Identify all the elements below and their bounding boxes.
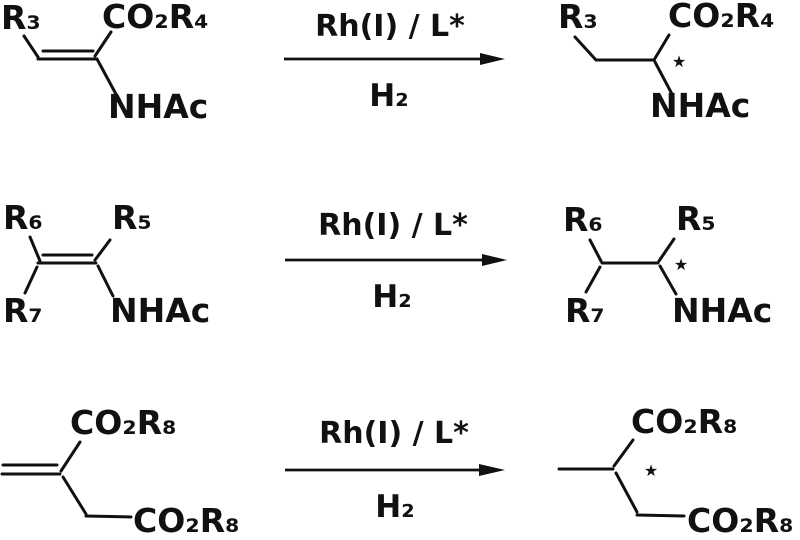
catalyst-label: Rh(I) / L* [319,416,469,451]
reaction-1-arrow: Rh(I) / L* H₂ [284,9,505,114]
r6-substituent-label: R₆ [3,198,43,237]
bond-ch2-to-ester-bottom [84,514,133,519]
hydrogen-label: H₂ [372,279,412,315]
bond-stereocenter-to-amide [653,60,675,98]
ester-bottom-label: CO₂R₈ [133,501,240,540]
bond-r6-to-carbon [588,238,603,263]
bond-ch2-to-ester-bottom [635,513,686,518]
reaction-3: CO₂R₈ CO₂R₈ Rh(I) / L* H₂ CO₂R₈ ★ [0,402,794,540]
r3-substituent-label: R₃ [1,0,41,37]
bond-stereocenter-to-amide [658,264,678,296]
bond-alkene-to-amide [95,57,119,98]
reaction-2-reactant: R₆ R₅ NHAc R₇ [3,198,210,330]
bond-alkene-to-ester [93,30,113,58]
amide-label: NHAc [108,87,208,126]
r7-substituent-label: R₇ [565,291,605,330]
reaction-arrow-head [482,254,507,266]
amide-label: NHAc [650,86,750,125]
bond-stereocenter-to-r5 [657,237,676,263]
ester-bottom-label: CO₂R₈ [687,501,794,540]
catalyst-label: Rh(I) / L* [315,9,465,44]
amide-label: NHAc [110,291,210,330]
reaction-2-arrow: Rh(I) / L* H₂ [285,208,507,315]
bond-alkene-to-ester-top [59,440,82,473]
bond-alkene-to-r7 [23,265,39,295]
reaction-2-product: R₆ R₅ ★ NHAc R₇ [563,199,772,330]
reaction-2: R₆ R₅ NHAc R₇ Rh(I) / L* H₂ R₆ [3,198,772,330]
hydrogen-label: H₂ [375,489,415,525]
r6-substituent-label: R₆ [563,200,603,239]
bond-carbon-to-r7 [584,265,602,294]
r3-substituent-label: R₃ [558,0,598,36]
bond-r3-to-ch2 [573,35,598,62]
ester-label: CO₂R₄ [102,0,209,36]
stereocenter-star: ★ [672,52,686,71]
reaction-1: R₃ CO₂R₄ NHAc Rh(I) / L* H₂ R₃ C [1,0,775,126]
hydrogen-label: H₂ [369,78,409,114]
reaction-3-product: CO₂R₈ ★ CO₂R₈ [557,402,794,540]
bond-alkene-to-r5 [93,238,112,262]
r7-substituent-label: R₇ [3,291,43,330]
stereocenter-star: ★ [674,255,688,274]
reaction-arrow-head [479,464,505,476]
bond-stereocenter-to-ester [652,33,671,62]
ester-top-label: CO₂R₈ [70,403,177,442]
ester-top-label: CO₂R₈ [631,402,738,441]
reaction-3-reactant: CO₂R₈ CO₂R₈ [0,403,240,540]
reaction-arrow-head [480,53,505,65]
reaction-1-product: R₃ CO₂R₄ ★ NHAc [558,0,775,125]
r5-substituent-label: R₅ [676,199,716,238]
reaction-1-reactant: R₃ CO₂R₄ NHAc [1,0,209,126]
bond-r6-to-alkene [28,235,42,263]
stereocenter-star: ★ [644,461,658,480]
bond-alkene-to-amide [96,264,115,298]
amide-label: NHAc [672,291,772,330]
ester-label: CO₂R₄ [668,0,775,35]
bond-alkene-to-ch2 [61,475,88,516]
reaction-3-arrow: Rh(I) / L* H₂ [285,416,505,525]
bond-stereocenter-to-ch2 [614,471,639,514]
bond-r3-to-alkene [22,34,40,59]
r5-substituent-label: R₅ [112,198,152,237]
bond-stereocenter-to-ester-top [612,438,635,468]
catalyst-label: Rh(I) / L* [318,208,468,243]
